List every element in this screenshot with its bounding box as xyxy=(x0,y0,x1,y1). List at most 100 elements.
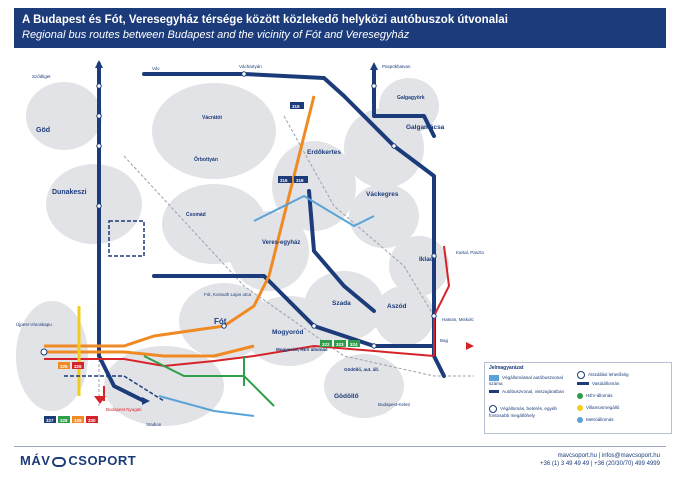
label-galgamacsa: Galgamácsa xyxy=(406,124,445,131)
page-title: A Budapest és Fót, Veresegyház térsége k… xyxy=(22,14,508,26)
legend-item-metro: Metróállomás xyxy=(577,417,614,423)
route-badge-label: 328 xyxy=(60,418,68,423)
route-badge-label: 330 xyxy=(88,418,96,423)
route-badge xyxy=(348,340,360,347)
route-lightblue-2 xyxy=(158,395,255,417)
route-badge xyxy=(290,102,304,109)
rail-station-icon xyxy=(577,382,589,386)
route-badge xyxy=(72,362,84,369)
tram-icon xyxy=(577,405,583,411)
label-fot: Fót xyxy=(214,317,227,326)
stop-dot xyxy=(371,343,377,349)
label-dunakeszi: Dunakeszi xyxy=(52,189,87,196)
stop-dot xyxy=(431,313,437,319)
stop-dot xyxy=(221,323,227,329)
route-trunk-szada xyxy=(307,189,376,313)
stop-dot xyxy=(96,143,102,149)
label-hatvan: Hatvan, Miskolc xyxy=(442,317,475,322)
terminal-arrows-navy xyxy=(95,60,378,405)
legend-item-hev: HÉV-állomás xyxy=(577,393,613,399)
area-vacratot xyxy=(152,83,276,179)
orange-routes xyxy=(44,95,316,358)
route-badge-label: 324 xyxy=(350,342,358,347)
label-vac: Vác xyxy=(152,66,161,71)
label-fot-kossuth: Fót, Kossuth Lajos utca xyxy=(204,292,252,297)
route-trunk-dunakeszi xyxy=(97,62,146,403)
area-blobs xyxy=(16,78,449,426)
label-puspokhatvan: Püspökhatvan xyxy=(382,64,411,69)
stop-dots xyxy=(40,71,437,356)
label-aszod: Aszód xyxy=(387,303,407,310)
terminal-arrows xyxy=(94,342,474,404)
route-dashed-south xyxy=(64,375,165,402)
label-erdokertes: Erdőkertes xyxy=(307,149,341,156)
label-vacegres: Váckegres xyxy=(366,191,399,198)
route-badge-label: 318 xyxy=(296,178,304,183)
area-aszod xyxy=(374,286,434,346)
route-badge xyxy=(44,416,56,423)
route-badge xyxy=(58,416,70,423)
legend-title: Jelmagyarázat xyxy=(489,365,524,371)
route-trunk-galgagyork xyxy=(372,66,436,138)
area-erdokertes xyxy=(272,141,356,231)
rail-vacratot xyxy=(283,115,435,317)
stop-dot xyxy=(391,143,397,149)
logo-left-text: MÁV xyxy=(20,453,51,468)
legend-label: Végállomás, betérés, egyéb fontosabb meg… xyxy=(489,406,557,418)
route-badge xyxy=(334,340,346,347)
lightblue-routes xyxy=(158,194,375,417)
route-badge xyxy=(278,176,292,183)
legend-label: Vasútállomás xyxy=(592,381,620,386)
logo-link-icon xyxy=(52,456,67,467)
label-vacharty: Váchartyán xyxy=(239,64,262,69)
route-badge xyxy=(72,416,84,423)
label-bag: Bag xyxy=(440,338,449,343)
label-ujpest: Újpest-Városkapu xyxy=(16,321,52,327)
area-god xyxy=(26,82,102,150)
label-galgagyork: Galgagyörk xyxy=(397,95,425,101)
stop-dot xyxy=(96,203,102,209)
route-badge xyxy=(294,176,308,183)
route-badge-label: 329 xyxy=(74,418,82,423)
legend-item-transfer: Átszállási lehetőség xyxy=(577,371,629,379)
route-badge xyxy=(58,362,70,369)
green-routes xyxy=(143,355,275,407)
place-labels: Sződliget Vác Váchartyán Püspökhatvan Gö… xyxy=(16,64,485,427)
arrow-right-icon xyxy=(142,397,150,405)
route-map-svg: Göd Dunakeszi Csomád Vácrátót Őrbottyán … xyxy=(16,60,485,427)
label-god: Göd xyxy=(36,127,50,134)
route-badge-label: 326 xyxy=(74,364,82,369)
stop-symbol-icon xyxy=(489,405,497,413)
label-stadion: Stadion xyxy=(146,422,162,427)
label-godollo: Gödöllő xyxy=(334,393,359,400)
contact-phone: +36 (1) 3 49 49 49 | +36 (20/30/70) 499 … xyxy=(540,461,660,467)
label-szada: Szada xyxy=(332,300,351,307)
route-red-ikland xyxy=(433,245,451,356)
route-line-swatch xyxy=(489,390,499,394)
arrow-down-icon xyxy=(94,396,106,404)
label-kartal: Kartal, Paszto xyxy=(456,250,485,255)
stop-dot xyxy=(371,83,377,89)
rail-godollo xyxy=(123,155,474,377)
contact-web[interactable]: mavcsoport.hu | infos@mavcsoport.hu xyxy=(557,453,660,459)
route-badges xyxy=(44,102,360,423)
stop-dot xyxy=(96,113,102,119)
label-ikland: Iklad xyxy=(419,256,434,263)
area-szada xyxy=(304,271,384,341)
route-trunk-north xyxy=(142,72,346,98)
label-szodliget: Sződliget xyxy=(32,74,51,79)
area-veresegyhaz xyxy=(229,211,309,291)
legend-label: Átszállási lehetőség xyxy=(588,372,629,378)
label-vacratot: Vácrátót xyxy=(202,115,222,121)
area-godollo xyxy=(324,354,404,418)
header-banner: A Budapest és Fót, Veresegyház térsége k… xyxy=(14,8,666,48)
legend-item-return: Autóbuszvonal, visszajáratban xyxy=(489,389,571,394)
legend-panel: Jelmagyarázat Végállomással autóbuszvona… xyxy=(484,362,672,434)
transfer-icon xyxy=(577,371,585,379)
stop-dot xyxy=(40,348,48,356)
contact-info: mavcsoport.hu | infos@mavcsoport.hu +36 … xyxy=(540,452,660,468)
label-mogyorod-hev: Mogyoród, HÉV állomás xyxy=(276,345,328,352)
legend-item-rail: Vasútállomás xyxy=(577,381,619,386)
legend-item-route-number: Végállomással autóbuszvonal száma xyxy=(489,375,571,386)
